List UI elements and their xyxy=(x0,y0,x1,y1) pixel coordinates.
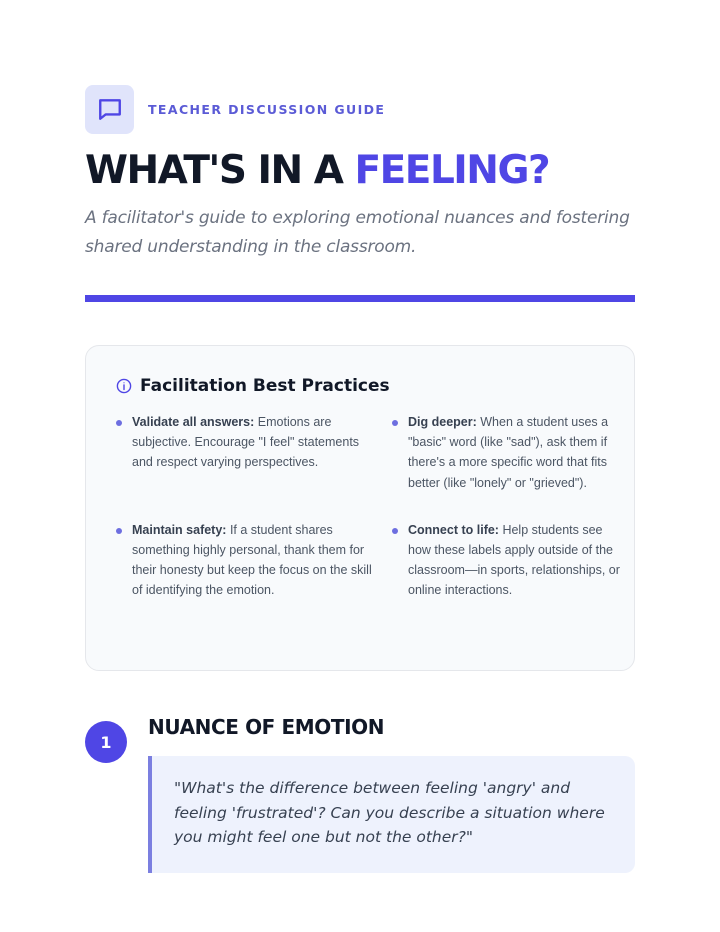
card-header: Facilitation Best Practices xyxy=(116,376,606,396)
practice-item: Dig deeper: When a student uses a "basic… xyxy=(392,412,622,493)
practice-text: Dig deeper: When a student uses a "basic… xyxy=(408,412,622,493)
practice-item: Maintain safety: If a student shares som… xyxy=(116,520,376,601)
bullet-dot xyxy=(116,420,122,426)
practice-body: When a student uses a "basic" word (like… xyxy=(408,415,609,490)
title-accent: FEELING? xyxy=(354,148,551,193)
practice-text: Connect to life: Help students see how t… xyxy=(408,520,622,601)
practice-body: If a student shares something highly per… xyxy=(132,522,372,598)
practice-label: Connect to life: xyxy=(408,522,499,537)
chat-bubble-icon xyxy=(85,84,134,134)
info-icon xyxy=(116,378,132,394)
practice-text: Maintain safety: If a student shares som… xyxy=(132,520,376,601)
practice-body: Emotions are subjective. Encourage "I fe… xyxy=(132,415,360,470)
eyebrow-row: TEACHER DISCUSSION GUIDE xyxy=(85,84,635,134)
discussion-guide-page: TEACHER DISCUSSION GUIDE WHAT'S IN A FEE… xyxy=(85,84,635,873)
practice-text: Validate all answers: Emotions are subje… xyxy=(132,412,376,493)
card-title: Facilitation Best Practices xyxy=(140,376,390,396)
section-body: NUANCE OF EMOTION "What's the difference… xyxy=(148,713,635,873)
discussion-question-quote: "What's the difference between feeling '… xyxy=(148,756,635,873)
bullet-dot xyxy=(392,527,398,534)
practice-item: Connect to life: Help students see how t… xyxy=(392,520,622,601)
best-practices-card: Facilitation Best Practices Validate all… xyxy=(85,345,635,671)
practice-item: Validate all answers: Emotions are subje… xyxy=(116,412,376,493)
section-number-badge: 1 xyxy=(85,721,127,763)
discussion-section: 1 NUANCE OF EMOTION "What's the differen… xyxy=(85,713,635,873)
title-main: WHAT'S IN A xyxy=(85,148,355,193)
practices-list: Validate all answers: Emotions are subje… xyxy=(116,412,620,601)
practice-body: Help students see how these labels apply… xyxy=(408,522,620,598)
bullet-dot xyxy=(116,527,122,534)
section-title: NUANCE OF EMOTION xyxy=(148,715,385,739)
page-subtitle: A facilitator's guide to exploring emoti… xyxy=(85,208,630,257)
page-title: WHAT'S IN A FEELING? xyxy=(85,148,635,194)
practice-label: Maintain safety: xyxy=(132,522,227,537)
practice-label: Dig deeper: xyxy=(408,415,477,429)
eyebrow-label: TEACHER DISCUSSION GUIDE xyxy=(148,101,386,117)
accent-divider xyxy=(85,295,635,302)
practice-label: Validate all answers: xyxy=(132,415,255,429)
bullet-dot xyxy=(392,420,398,426)
